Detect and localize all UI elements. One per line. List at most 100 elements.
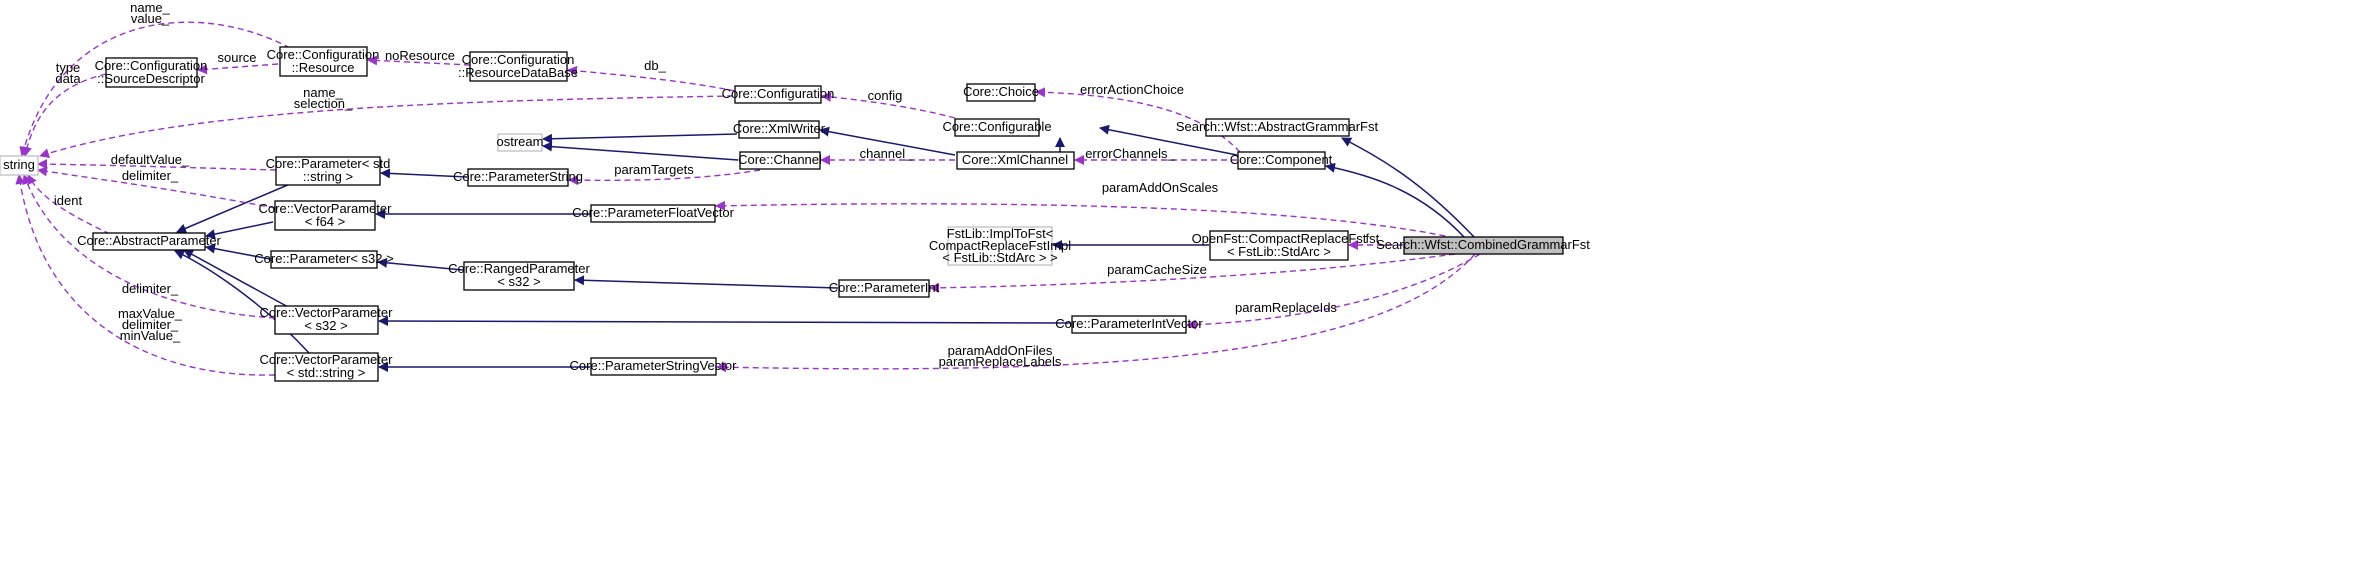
nodes: string Core::Configuration::SourceDescri…	[0, 46, 1590, 382]
edge-resource-to-string	[19, 21, 291, 157]
node-resource[interactable]: Core::Configuration::Resource	[267, 46, 380, 77]
node-combined-grammar-fst[interactable]: Search::Wfst::CombinedGrammarFst	[1376, 236, 1590, 255]
edge-parameters32-to-abstract	[205, 243, 271, 260]
node-parameter-std-string[interactable]: Core::Parameter< std::string >	[266, 156, 391, 186]
edge-label-config: config	[868, 88, 903, 103]
node-parameter-s32[interactable]: Core::Parameter< s32 >	[254, 250, 394, 269]
edge-label-param-add-on-scales: paramAddOnScales	[1102, 180, 1219, 195]
edge-paramstring-to-parameterstdstring	[380, 168, 468, 179]
edge-label-db: db_	[644, 58, 666, 73]
edge-vectorstdstring-to-abstract	[174, 250, 311, 355]
svg-text:Core::ParameterIntVector: Core::ParameterIntVector	[1055, 316, 1203, 331]
edge-label-max-delimiter-min: maxValue_delimiter_minValue_	[118, 306, 183, 343]
svg-text:Core::AbstractParameter: Core::AbstractParameter	[77, 233, 221, 248]
edge-channel-to-ostream	[542, 141, 739, 161]
svg-text:Core::ParameterInt: Core::ParameterInt	[829, 280, 940, 295]
edge-combined-to-component	[1325, 162, 1466, 239]
edge-parameterint-to-ranged	[574, 275, 839, 289]
edge-label-no-resource: noResource	[385, 48, 455, 63]
edge-configurable-to-configuration	[821, 91, 956, 119]
svg-text:Search::Wfst::AbstractGrammarF: Search::Wfst::AbstractGrammarFst	[1176, 119, 1379, 134]
edge-parameterintvector-to-vectors32	[378, 316, 1072, 327]
svg-text:Core::VectorParameter< std::st: Core::VectorParameter< std::string >	[260, 352, 394, 380]
node-ostream[interactable]: ostream	[497, 133, 544, 152]
edge-label-default-value: defaultValue_	[111, 152, 190, 167]
edge-vectorstdstring-to-string	[15, 174, 276, 376]
svg-text:Core::XmlWriter: Core::XmlWriter	[733, 121, 826, 136]
node-component[interactable]: Core::Component	[1230, 151, 1333, 170]
edge-label-fst: fst_	[1366, 231, 1388, 246]
edge-resourcedatabase-to-resource	[367, 55, 471, 66]
edge-component-to-configurable	[1099, 124, 1238, 156]
node-xml-channel[interactable]: Core::XmlChannel	[956, 151, 1075, 170]
edge-label-ident: ident	[54, 193, 83, 208]
svg-text:OpenFst::CompactReplaceFst< Fs: OpenFst::CompactReplaceFst< FstLib::StdA…	[1192, 231, 1367, 259]
node-configuration[interactable]: Core::Configuration	[722, 85, 835, 104]
svg-text:Core::VectorParameter< s32 >: Core::VectorParameter< s32 >	[260, 305, 394, 333]
svg-text:Core::Choice: Core::Choice	[963, 84, 1039, 99]
node-vector-parameter-s32[interactable]: Core::VectorParameter< s32 >	[260, 305, 394, 335]
edge-label-name-value: name_value_	[130, 0, 171, 26]
node-vector-parameter-std-string[interactable]: Core::VectorParameter< std::string >	[260, 352, 394, 382]
edge-parameterstdstring-to-string	[37, 159, 277, 171]
node-choice[interactable]: Core::Choice	[963, 83, 1039, 102]
edge-component-to-choice	[1035, 87, 1241, 153]
svg-text:Core::Configurable: Core::Configurable	[942, 119, 1051, 134]
edge-configuration-to-string	[39, 95, 734, 159]
svg-text:string: string	[3, 157, 35, 172]
svg-text:Core::XmlChannel: Core::XmlChannel	[962, 152, 1068, 167]
node-string[interactable]: string	[0, 155, 39, 176]
node-abstract-grammar-fst[interactable]: Search::Wfst::AbstractGrammarFst	[1176, 118, 1379, 137]
node-impl-to-fst[interactable]: FstLib::ImplToFst<CompactReplaceFstImpl<…	[929, 226, 1071, 266]
svg-text:FstLib::ImplToFst<CompactRepla: FstLib::ImplToFst<CompactReplaceFstImpl<…	[929, 226, 1071, 265]
edge-channel-to-paramstring	[568, 169, 761, 186]
svg-text:Core::ParameterFloatVector: Core::ParameterFloatVector	[572, 205, 735, 220]
node-configurable[interactable]: Core::Configurable	[942, 118, 1052, 137]
node-parameter-string[interactable]: Core::ParameterString	[453, 168, 583, 187]
node-source-descriptor[interactable]: Core::Configuration::SourceDescriptor	[95, 57, 208, 88]
svg-text:Core::Configuration::ResourceD: Core::Configuration::ResourceDataBase	[458, 52, 578, 80]
node-parameter-int[interactable]: Core::ParameterInt	[829, 279, 940, 298]
node-parameter-float-vector[interactable]: Core::ParameterFloatVector	[572, 204, 735, 223]
node-resource-database[interactable]: Core::Configuration::ResourceDataBase	[458, 51, 578, 82]
edge-combined-to-parameterintvector	[1186, 253, 1481, 330]
edge-xmlchannel-to-xmlwriter	[819, 126, 956, 156]
edge-label-param-targets: paramTargets	[614, 162, 694, 177]
edge-label-source: source	[217, 50, 256, 65]
edge-xmlwriter-to-ostream	[542, 133, 738, 144]
edge-combined-to-paramstringvector	[716, 253, 1476, 373]
svg-text:Core::VectorParameter< f64 >: Core::VectorParameter< f64 >	[259, 201, 393, 229]
node-ranged-parameter[interactable]: Core::RangedParameter< s32 >	[448, 261, 590, 291]
edge-label-name-selection: name_selection_	[294, 85, 353, 111]
svg-text:Core::Configuration::Resource: Core::Configuration::Resource	[267, 47, 380, 75]
node-parameter-int-vector[interactable]: Core::ParameterIntVector	[1055, 315, 1203, 334]
edge-label-error-action-choice: errorActionChoice	[1080, 82, 1184, 97]
edge-resource-to-sourcedescriptor	[197, 63, 279, 75]
svg-text:Core::Parameter< s32 >: Core::Parameter< s32 >	[254, 251, 393, 266]
edge-rangedparameter-to-parameters32	[377, 257, 464, 271]
node-parameter-string-vector[interactable]: Core::ParameterStringVector	[570, 357, 738, 376]
edge-label-delimiter-top: delimiter_	[122, 168, 179, 183]
edge-sourcedescriptor-to-string	[22, 73, 107, 157]
svg-text:Core::ParameterString: Core::ParameterString	[453, 169, 583, 184]
svg-text:Core::ParameterStringVector: Core::ParameterStringVector	[570, 358, 738, 373]
node-vector-parameter-f64[interactable]: Core::VectorParameter< f64 >	[259, 200, 393, 231]
edge-combined-to-abstractgrammar	[1341, 137, 1476, 239]
node-channel[interactable]: Core::Channel	[738, 151, 822, 170]
node-compact-replace-fst[interactable]: OpenFst::CompactReplaceFst< FstLib::StdA…	[1192, 230, 1367, 261]
node-xml-writer[interactable]: Core::XmlWriter	[733, 120, 826, 139]
svg-text:Core::Channel: Core::Channel	[738, 152, 822, 167]
edge-label-param-cache-size: paramCacheSize	[1107, 262, 1207, 277]
svg-text:ostream: ostream	[497, 134, 544, 149]
svg-text:Core::Configuration::SourceDes: Core::Configuration::SourceDescriptor	[95, 58, 208, 86]
svg-text:Core::Component: Core::Component	[1230, 152, 1333, 167]
svg-text:Core::RangedParameter< s32 >: Core::RangedParameter< s32 >	[448, 261, 590, 289]
edge-label-delimiter-mid: delimiter_	[122, 281, 179, 296]
svg-text:Search::Wfst::CombinedGrammarF: Search::Wfst::CombinedGrammarFst	[1376, 237, 1590, 252]
svg-text:Core::Parameter< std::string >: Core::Parameter< std::string >	[266, 156, 391, 184]
node-abstract-parameter[interactable]: Core::AbstractParameter	[77, 232, 222, 251]
